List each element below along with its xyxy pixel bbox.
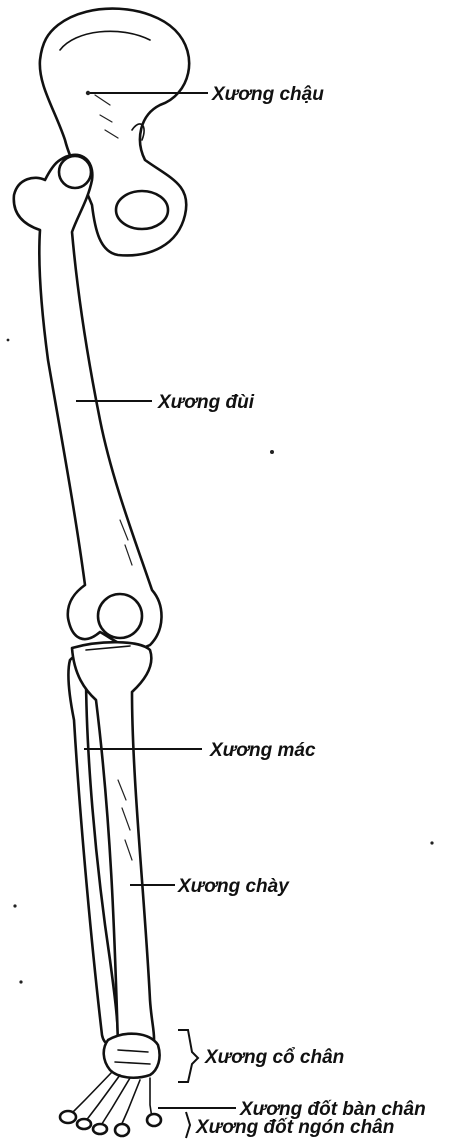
label-tarsal: Xương cổ chân (204, 1047, 344, 1068)
label-fibula: Xương mác (209, 740, 316, 761)
label-hip: Xương chậu (211, 84, 324, 105)
label-femur: Xương đùi (157, 392, 255, 413)
tarsal-bones (104, 1034, 160, 1078)
speck (19, 980, 22, 983)
phalanges-bracket (186, 1112, 190, 1138)
speck (430, 841, 433, 844)
label-phalanges: Xương đốt ngón chân (195, 1117, 394, 1138)
speck (13, 904, 16, 907)
speck (270, 450, 274, 454)
label-tibia: Xương chày (177, 876, 290, 897)
foot-bones (60, 1072, 161, 1136)
tarsal-bracket (178, 1030, 198, 1082)
speck (7, 339, 10, 342)
leader-hip-dot (86, 91, 90, 95)
